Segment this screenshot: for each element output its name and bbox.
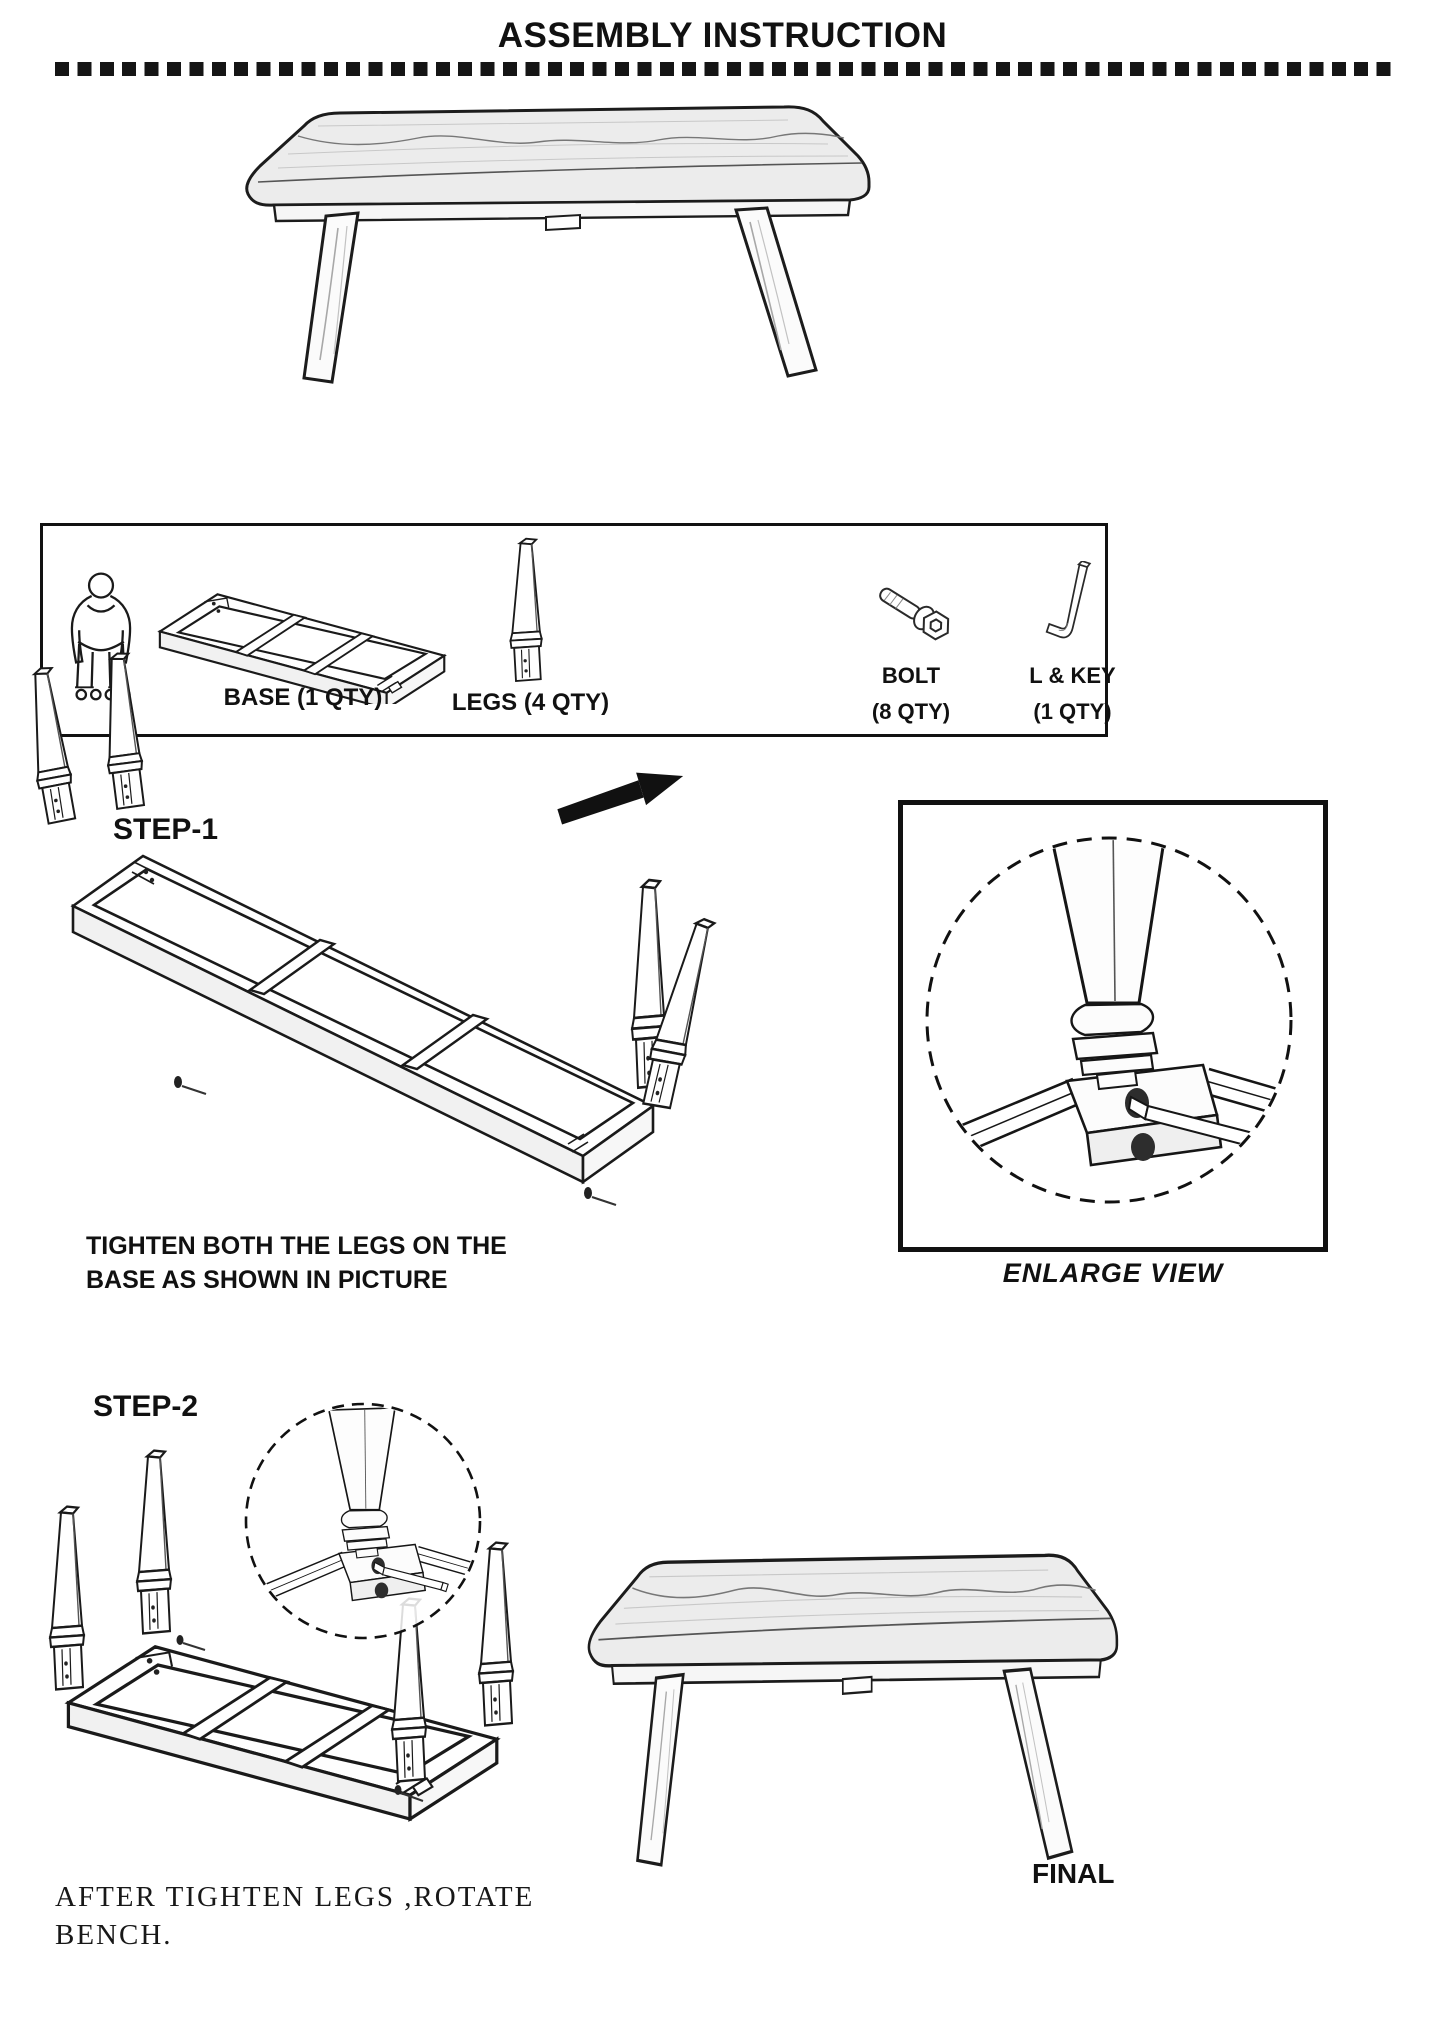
l-key-qty-text: (1 QTY)	[1033, 699, 1112, 724]
enlarge-view-figure	[925, 836, 1293, 1204]
dotted-divider	[55, 62, 1392, 76]
enlarge-view-box	[898, 800, 1328, 1252]
step1-instruction: TIGHTEN BOTH THE LEGS ON THE BASE AS SHO…	[86, 1229, 507, 1297]
base-part-label: BASE (1 QTY)	[223, 684, 383, 711]
l-key-part-label: L & KEY (1 QTY)	[1005, 658, 1140, 730]
allen-key-icon	[1045, 561, 1091, 639]
dashed-circle	[925, 836, 1293, 1204]
l-key-label-text: L & KEY	[1029, 663, 1116, 688]
legs-part-label: LEGS (4 QTY)	[451, 689, 610, 716]
step1-heading: STEP-1	[113, 813, 219, 846]
final-label: FINAL	[1032, 1858, 1115, 1889]
bolt-marker	[174, 1076, 617, 1207]
final-note-line1: AFTER TIGHTEN LEGS ,ROTATE	[55, 1881, 535, 1913]
step1-instruction-line2: BASE AS SHOWN IN PICTURE	[86, 1266, 448, 1294]
arrow-icon	[553, 759, 689, 831]
parts-box: BASE (1 QTY) LEGS (4 QTY) BOLT (8 QTY) L…	[40, 523, 1116, 737]
step1-instruction-line1: TIGHTEN BOTH THE LEGS ON THE	[86, 1232, 507, 1260]
bolt-part-label: BOLT (8 QTY)	[851, 658, 971, 730]
final-bench-illustration	[587, 1553, 1119, 1867]
dashed-circle	[244, 1402, 482, 1640]
final-note: AFTER TIGHTEN LEGS ,ROTATE BENCH.	[55, 1878, 615, 1954]
step1-figure	[28, 651, 722, 1207]
bolt-icon	[874, 584, 956, 645]
step2-heading: STEP-2	[93, 1390, 199, 1423]
page-title: ASSEMBLY INSTRUCTION	[497, 16, 948, 55]
step2-figure	[48, 1402, 515, 1821]
bolt-qty-text: (8 QTY)	[871, 699, 951, 724]
bench-illustration	[245, 105, 871, 384]
enlarge-view-label: ENLARGE VIEW	[1002, 1258, 1224, 1288]
final-note-line2: BENCH.	[55, 1919, 173, 1951]
bolt-label-text: BOLT	[881, 663, 941, 688]
bolt-marker	[176, 1635, 424, 1802]
